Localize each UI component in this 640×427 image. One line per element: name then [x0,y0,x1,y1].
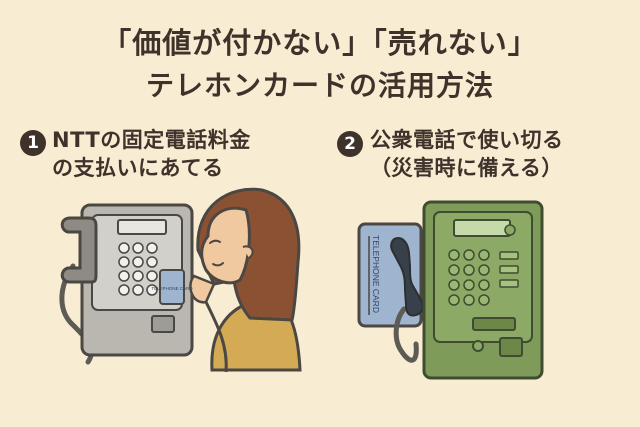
woman-eye [209,239,221,244]
title-line-1: 「価値が付かない」「売れない」 [102,26,538,60]
black-handset [390,236,424,317]
method-2-text: 公衆電話で使い切る （災害時に備える） [370,126,564,182]
green-phone-coin-slot [472,340,484,352]
method-1-line-1: NTTの固定電話料金 [52,128,251,152]
phone-cord-right [393,306,419,363]
held-telephone-card: TELEPHONE CARD [151,269,193,305]
number-badge-1: 1 [20,130,46,156]
gray-phone-coin-return [151,315,175,333]
green-phone-display [453,219,511,237]
method-2-line-2: （災害時に備える） [370,156,563,180]
green-phone-panel [433,211,533,343]
number-badge-2: 2 [337,131,363,157]
gray-phone-display [117,219,167,235]
method-1-line-2: の支払いにあてる [52,156,224,180]
gray-phone-keypad [118,242,158,296]
woman-mouth [212,262,224,267]
method-1-text: NTTの固定電話料金 の支払いにあてる [52,126,251,182]
title-line-2: テレホンカードの活用方法 [145,69,494,102]
green-phone-side-buttons [499,251,519,288]
large-card-label: TELEPHONE CARD [371,235,381,313]
woman-ear [242,245,254,259]
green-phone-card-slot [472,317,516,331]
gray-handset [60,216,98,284]
green-phone-return-slot [499,337,523,357]
woman-arm-line [204,301,228,373]
green-phone-indicator [504,224,516,236]
green-phone-keypad [448,249,490,306]
held-card-label: TELEPHONE CARD [151,286,193,291]
method-2-line-1: 公衆電話で使い切る [370,128,564,152]
